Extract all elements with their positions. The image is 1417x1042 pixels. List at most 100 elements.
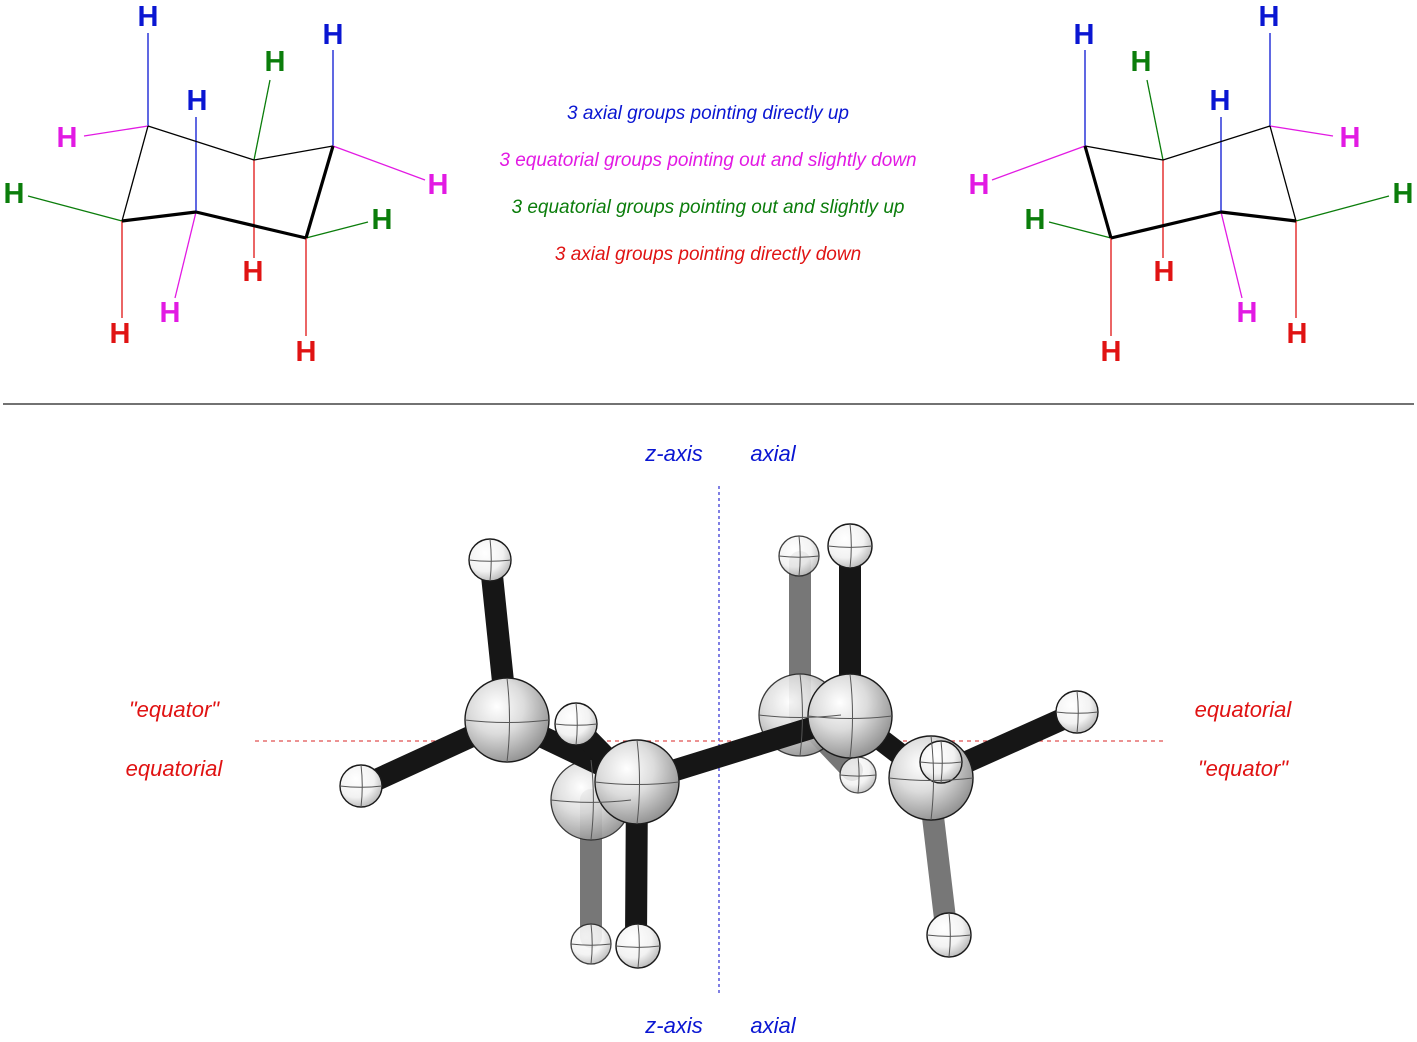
atom-meridian xyxy=(1076,690,1079,734)
carbon-atom xyxy=(807,673,893,759)
atom-equator-mark xyxy=(594,781,680,786)
hydrogen-equatorial-up: H xyxy=(4,178,25,210)
left-chair-bonds xyxy=(27,33,426,336)
ball-and-stick-model xyxy=(255,486,1165,996)
atom-equator-mark xyxy=(926,934,972,937)
atom-equator-mark xyxy=(807,715,893,720)
ring-bond-front xyxy=(121,210,197,223)
equatorial-down-bond xyxy=(991,145,1086,181)
hydrogen-axial-down: H xyxy=(1101,336,1122,368)
axial-label-bottom: axial xyxy=(750,1013,796,1038)
atom-equator-mark xyxy=(778,555,820,558)
hydrogen-atom xyxy=(1055,690,1099,734)
ring-bond xyxy=(1084,145,1164,161)
hydrogen-equatorial-up: H xyxy=(1025,204,1046,236)
atom-equator-mark xyxy=(464,719,550,724)
legend: 3 axial groups pointing directly up 3 eq… xyxy=(499,103,916,265)
hydrogen-axial-up: H xyxy=(187,85,208,117)
hydrogen-axial-down: H xyxy=(243,256,264,288)
equatorial-down-bond xyxy=(83,125,149,137)
atom-meridian xyxy=(360,764,363,808)
equatorial-up-bond xyxy=(1295,195,1390,222)
left-chair: H H H H H H H H H H H H xyxy=(4,1,449,368)
equatorial-up-bond xyxy=(1048,221,1112,239)
z-axis-label-top: z-axis xyxy=(644,441,702,466)
hydrogen-atom xyxy=(339,764,383,808)
atom-meridian xyxy=(930,735,935,821)
hydrogen-equatorial-up: H xyxy=(1393,178,1414,210)
equatorial-down-bond xyxy=(1220,211,1243,299)
hydrogen-equatorial-down: H xyxy=(57,122,78,154)
atom-meridian xyxy=(940,740,943,784)
equatorial-down-bond xyxy=(174,211,197,299)
ring-bond xyxy=(147,125,255,161)
atom-meridian xyxy=(506,677,511,763)
legend-axial-down: 3 axial groups pointing directly down xyxy=(555,244,861,265)
atom-orientation-marks xyxy=(339,523,1099,969)
ring-bond-front xyxy=(1083,145,1113,239)
axial-label-top: axial xyxy=(750,441,796,466)
hydrogen-equatorial-down: H xyxy=(1237,297,1258,329)
atom-meridian xyxy=(637,923,640,969)
hydrogen-atom xyxy=(570,923,612,965)
hydrogen-atom xyxy=(839,756,877,794)
equatorial-up-bond xyxy=(27,195,123,222)
carbon-atom xyxy=(594,739,680,825)
hydrogen-equatorial-down: H xyxy=(969,169,990,201)
hydrogen-axial-down: H xyxy=(1154,256,1175,288)
atom-meridian xyxy=(849,673,854,759)
hydrogen-equatorial-down: H xyxy=(428,169,449,201)
hydrogen-equatorial-up: H xyxy=(1131,46,1152,78)
hydrogen-axial-down: H xyxy=(110,318,131,350)
equatorial-label-right: equatorial xyxy=(1195,697,1293,722)
equatorial-label-left: equatorial xyxy=(126,756,224,781)
hydrogen-atom xyxy=(827,523,873,569)
hydrogen-axial-up: H xyxy=(138,1,159,33)
atom-equator-mark xyxy=(758,714,842,718)
hydrogen-atom xyxy=(615,923,661,969)
hydrogen-axial-up: H xyxy=(323,19,344,51)
atom-equator-mark xyxy=(827,545,873,548)
hydrogen-atom xyxy=(778,535,820,577)
right-chair-hydrogens: H H H H H H H H H H H H xyxy=(969,1,1414,368)
atom-equator-mark xyxy=(550,799,632,803)
ring-bond xyxy=(1269,125,1297,222)
ring-bond-front xyxy=(304,145,335,239)
atom-meridian xyxy=(590,923,593,965)
atom-meridian xyxy=(798,535,801,577)
equatorial-up-bond xyxy=(253,79,271,161)
atom-meridian xyxy=(857,756,860,794)
z-axis-label-bottom: z-axis xyxy=(644,1013,702,1038)
hydrogen-equatorial-up: H xyxy=(265,46,286,78)
hydrogen-axial-up: H xyxy=(1210,85,1231,117)
atom-meridian xyxy=(489,538,492,582)
atom-equator-mark xyxy=(554,723,598,726)
equatorial-down-bond xyxy=(1269,125,1334,137)
bond xyxy=(920,789,957,938)
carbon-atom xyxy=(464,677,550,763)
hydrogen-axial-up: H xyxy=(1259,1,1280,33)
equatorial-up-bond xyxy=(305,221,369,239)
equator-label-right: "equator" xyxy=(1198,756,1289,781)
atom-equator-mark xyxy=(468,559,512,562)
hydrogen-atom xyxy=(926,912,972,958)
hydrogen-axial-down: H xyxy=(1287,318,1308,350)
ring-bond-front xyxy=(1220,210,1297,223)
atom-meridian xyxy=(799,673,803,757)
atom-equator-mark xyxy=(839,774,877,777)
atom-equator-mark xyxy=(570,943,612,946)
equatorial-up-bond xyxy=(1146,79,1164,161)
atom-equator-mark xyxy=(615,945,661,948)
hydrogen-axial-up: H xyxy=(1074,19,1095,51)
hydrogen-equatorial-down: H xyxy=(1340,122,1361,154)
ring-bond-front xyxy=(195,210,307,240)
legend-equatorial-down: 3 equatorial groups pointing out and sli… xyxy=(499,150,916,171)
atom-meridian xyxy=(948,912,951,958)
equator-label-left: "equator" xyxy=(129,697,220,722)
atom-equator-mark xyxy=(1055,711,1099,714)
ring-bond xyxy=(1162,125,1271,161)
right-chair-bonds xyxy=(991,33,1390,336)
equatorial-down-bond xyxy=(332,145,426,181)
ring-bond xyxy=(121,125,149,222)
